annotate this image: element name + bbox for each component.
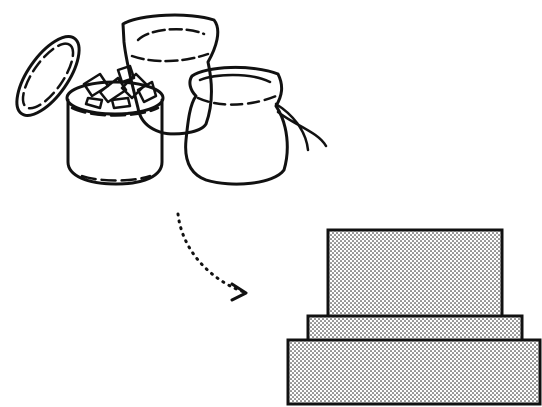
dotted-curved-arrow-icon xyxy=(176,212,248,302)
canister-lid-icon xyxy=(15,35,81,117)
stacked-blocks-group xyxy=(286,228,542,406)
scraps-icon xyxy=(82,64,158,110)
canister-icon xyxy=(15,35,165,186)
sack-back-icon xyxy=(121,13,220,136)
source-materials-group xyxy=(15,13,328,186)
sack-front-icon xyxy=(184,66,328,186)
top-block xyxy=(326,228,504,318)
middle-slab xyxy=(306,314,524,342)
bottom-block xyxy=(286,338,542,406)
